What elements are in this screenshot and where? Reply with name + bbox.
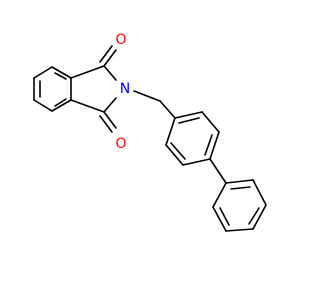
carbonyl-top: [99, 45, 117, 67]
phenylene-ring: [165, 111, 220, 166]
phthalimide-benzo-ring: [33, 66, 72, 112]
terminal-phenyl-ring: [212, 179, 267, 232]
nitrogen-atom-label: N: [120, 81, 130, 97]
imide-ring: [70, 65, 117, 113]
molecule-structure-diagram: O O N: [33, 32, 267, 232]
oxygen-atom-label-bottom: O: [115, 136, 126, 152]
biaryl-bond: [209, 158, 227, 184]
carbonyl-bottom: [99, 111, 117, 133]
oxygen-atom-label-top: O: [115, 32, 126, 48]
methylene-linker: [133, 90, 176, 119]
